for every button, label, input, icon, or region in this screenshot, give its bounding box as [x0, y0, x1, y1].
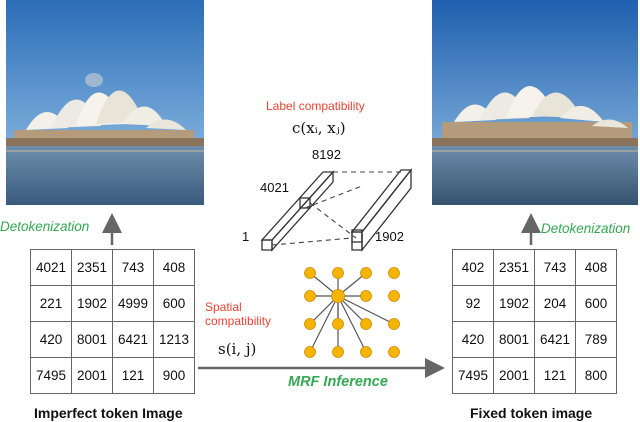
label-compatibility-formula: c(xᵢ, xⱼ) [292, 119, 346, 137]
token-cell: 8001 [493, 321, 535, 358]
mrf-nodes [304, 267, 400, 358]
mrf-inference-label: MRF Inference [288, 374, 388, 390]
token-cell: 408 [153, 249, 195, 286]
label-compatibility-title: Label compatibility [266, 99, 365, 113]
left-image [6, 0, 204, 205]
right-image [432, 0, 638, 205]
detokenization-label-right: Detokenization [541, 221, 631, 236]
token-cell: 4021 [30, 249, 72, 286]
token-cell: 743 [112, 249, 154, 286]
spatial-compatibility-formula: s(i, j) [218, 340, 257, 358]
token-cell: 402 [452, 249, 494, 286]
token-cell: 420 [30, 321, 72, 358]
token-cell: 121 [112, 357, 154, 394]
label-bottom-right-value: 1902 [375, 229, 404, 244]
detokenization-label-left: Detokenization [0, 219, 90, 234]
token-cell: 2001 [493, 357, 535, 394]
token-cell: 600 [575, 285, 617, 322]
token-grid-imperfect: 4021 2351 743 408 221 1902 4999 600 420 … [30, 249, 195, 394]
spatial-title-line1: Spatial [205, 300, 242, 314]
token-cell: 92 [452, 285, 494, 322]
token-cell: 600 [153, 285, 195, 322]
token-cell: 2001 [71, 357, 113, 394]
caption-imperfect: Imperfect token Image [34, 405, 183, 421]
opera-house-photo-right [432, 0, 638, 205]
label-top-value: 8192 [312, 147, 341, 162]
token-cell: 221 [30, 285, 72, 322]
table-row: 7495 2001 121 800 [452, 357, 617, 394]
token-cell: 2351 [71, 249, 113, 286]
token-cell: 743 [534, 249, 576, 286]
label-bar-right [350, 168, 413, 252]
table-row: 420 8001 6421 1213 [30, 321, 195, 358]
token-cell: 789 [575, 321, 617, 358]
label-left-value: 4021 [260, 180, 289, 195]
spatial-compatibility-title: Spatial compatibility [205, 300, 271, 328]
table-row: 92 1902 204 600 [452, 285, 617, 322]
table-row: 7495 2001 121 900 [30, 357, 195, 394]
table-row: 402 2351 743 408 [452, 249, 617, 286]
label-dashed-links [271, 171, 401, 246]
token-cell: 4999 [112, 285, 154, 322]
spatial-title-line2: compatibility [205, 314, 272, 328]
mrf-edges [309, 272, 395, 353]
token-grid-fixed: 402 2351 743 408 92 1902 204 600 420 800… [452, 249, 617, 394]
token-cell: 8001 [71, 321, 113, 358]
token-cell: 1213 [153, 321, 195, 358]
token-cell: 900 [153, 357, 195, 394]
label-bottom-left-value: 1 [242, 229, 250, 244]
token-cell: 408 [575, 249, 617, 286]
token-cell: 420 [452, 321, 494, 358]
opera-house-photo-left [6, 0, 204, 205]
caption-fixed: Fixed token image [470, 405, 593, 421]
token-cell: 2351 [493, 249, 535, 286]
mrf-graph [304, 267, 400, 358]
table-row: 4021 2351 743 408 [30, 249, 195, 286]
token-cell: 121 [534, 357, 576, 394]
token-cell: 1902 [493, 285, 535, 322]
token-cell: 800 [575, 357, 617, 394]
token-cell: 204 [534, 285, 576, 322]
token-cell: 7495 [30, 357, 72, 394]
token-cell: 6421 [534, 321, 576, 358]
token-cell: 6421 [112, 321, 154, 358]
table-row: 221 1902 4999 600 [30, 285, 195, 322]
table-row: 420 8001 6421 789 [452, 321, 617, 358]
token-cell: 1902 [71, 285, 113, 322]
token-cell: 7495 [452, 357, 494, 394]
